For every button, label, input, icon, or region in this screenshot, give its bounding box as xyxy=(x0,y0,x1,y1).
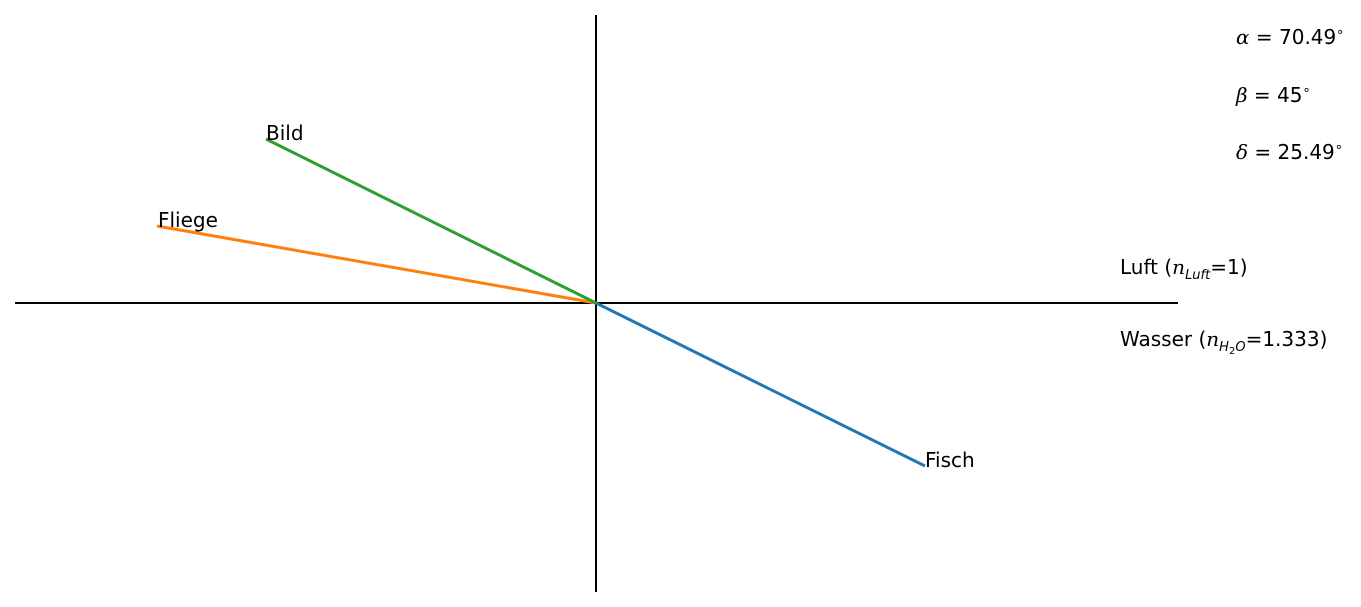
fly-ray xyxy=(156,224,597,305)
delta-symbol: δ xyxy=(1236,140,1248,164)
water-medium-label: Wasser (nH2O=1.333) xyxy=(1120,327,1327,357)
fly-label: Fliege xyxy=(158,208,218,232)
water-label-suffix: =1.333) xyxy=(1246,327,1328,351)
image-label: Bild xyxy=(266,121,304,145)
beta-annotation: β = 45∘ xyxy=(1235,83,1311,107)
water-index-subscript-o: O xyxy=(1235,340,1245,355)
air-index-subscript: Luft xyxy=(1185,268,1211,283)
delta-degree: ∘ xyxy=(1335,140,1343,155)
beta-degree: ∘ xyxy=(1302,83,1310,98)
beta-symbol: β xyxy=(1235,83,1248,107)
water-index-symbol: n xyxy=(1206,327,1219,351)
delta-annotation: δ = 25.49∘ xyxy=(1236,140,1343,164)
air-medium-label: Luft (nLuft=1) xyxy=(1120,255,1248,283)
air-label-prefix: Luft ( xyxy=(1120,255,1172,279)
alpha-symbol: α xyxy=(1236,25,1250,49)
alpha-value: = 70.49 xyxy=(1250,25,1337,49)
fish-ray xyxy=(595,301,926,468)
water-index-subscript-h: H xyxy=(1219,340,1229,355)
delta-value: = 25.49 xyxy=(1248,140,1335,164)
beta-value: = 45 xyxy=(1248,83,1303,107)
image-ray xyxy=(265,137,597,305)
alpha-annotation: α = 70.49∘ xyxy=(1236,25,1344,49)
fish-label: Fisch xyxy=(925,448,975,472)
air-index-symbol: n xyxy=(1172,255,1185,279)
water-label-prefix: Wasser ( xyxy=(1120,327,1206,351)
air-label-suffix: =1) xyxy=(1210,255,1247,279)
alpha-degree: ∘ xyxy=(1336,25,1344,40)
water-index-subscript-2: 2 xyxy=(1229,346,1235,357)
